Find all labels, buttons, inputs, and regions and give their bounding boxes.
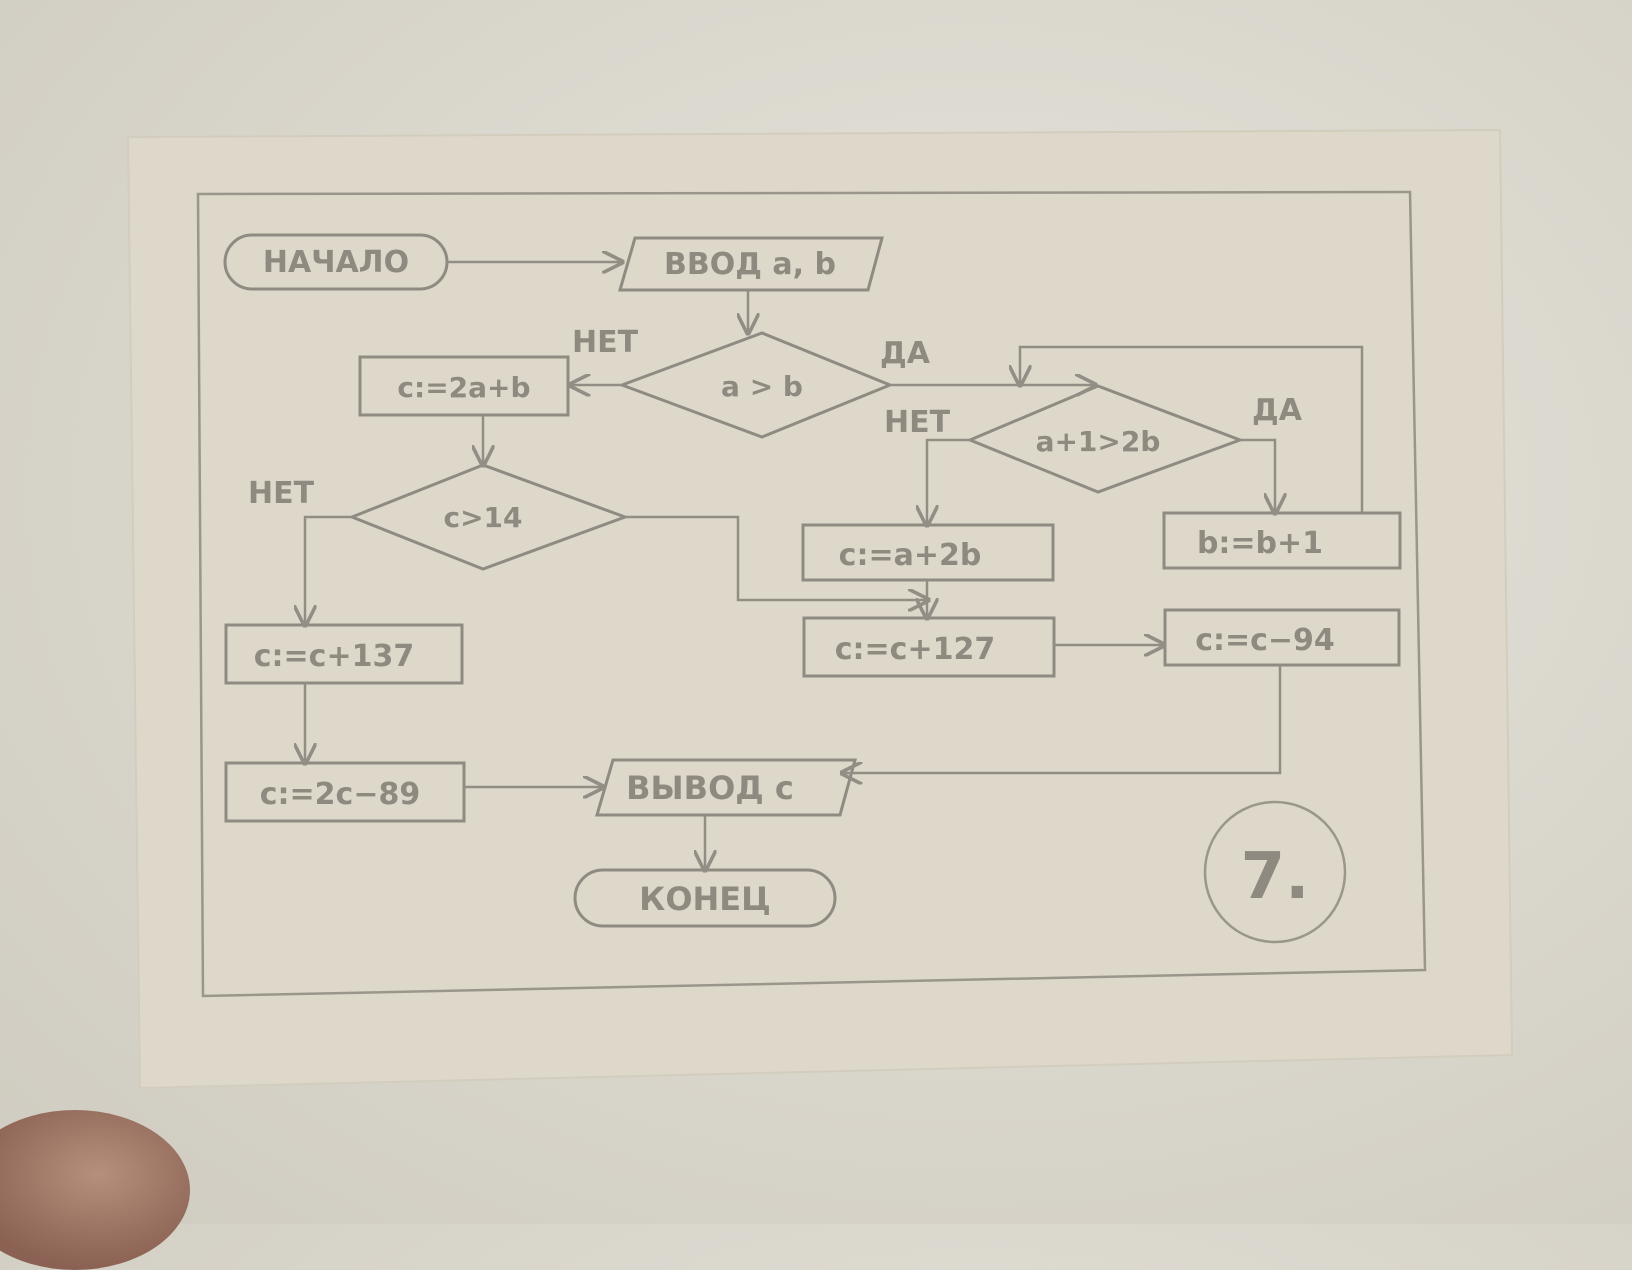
card-number-circle	[1203, 800, 1347, 944]
input-label: ВВОД a, b	[664, 247, 836, 282]
arrow-cond2-no	[305, 515, 352, 625]
arrow-c94-to-output	[842, 665, 1282, 773]
cond1-yes-label: ДА	[880, 336, 931, 371]
assign-2c-minus-89-label: c:=2c−89	[260, 777, 420, 812]
inner-frame	[196, 190, 1427, 998]
assign-b-plus-1-label: b:=b+1	[1197, 526, 1323, 561]
start-label: НАЧАЛО	[263, 245, 409, 280]
assign-2c-minus-89	[224, 761, 466, 823]
paper-card	[126, 128, 1514, 1090]
input-block	[618, 236, 884, 292]
output-label: ВЫВОД c	[626, 769, 794, 807]
cond3-no-label: НЕТ	[884, 405, 951, 440]
cond3-yes-label: ДА	[1252, 393, 1303, 428]
arrow-cond3-no	[927, 438, 970, 525]
assign-c-plus-127-label: c:=c+127	[835, 632, 995, 667]
end-label: КОНЕЦ	[639, 880, 771, 918]
cond2-no-label: НЕТ	[248, 476, 315, 511]
flowchart-card: НАЧАЛО ВВОД a, b a > b НЕТ ДА c:=2a+b c>…	[126, 128, 1514, 1090]
condition-c-gt-14-label: c>14	[443, 501, 522, 534]
assign-2a-plus-b-label: c:=2a+b	[397, 371, 530, 404]
flowchart-svg: НАЧАЛО ВВОД a, b a > b НЕТ ДА c:=2a+b c>…	[126, 128, 1514, 1090]
assign-c-plus-137-label: c:=c+137	[254, 639, 414, 674]
assign-a-plus-2b-label: c:=a+2b	[839, 538, 982, 573]
condition-a-gt-b-label: a > b	[721, 370, 803, 403]
condition-a1-gt-2b-label: a+1>2b	[1036, 425, 1161, 458]
assign-c-minus-94-label: c:=c−94	[1195, 623, 1335, 658]
arrow-loop-back	[1020, 345, 1364, 513]
assign-c-plus-137	[224, 623, 464, 685]
card-number-label: 7.	[1241, 840, 1310, 914]
cond1-no-label: НЕТ	[572, 325, 639, 360]
arrow-cond3-yes	[1240, 438, 1275, 513]
arrow-cond2-yes	[625, 515, 928, 600]
